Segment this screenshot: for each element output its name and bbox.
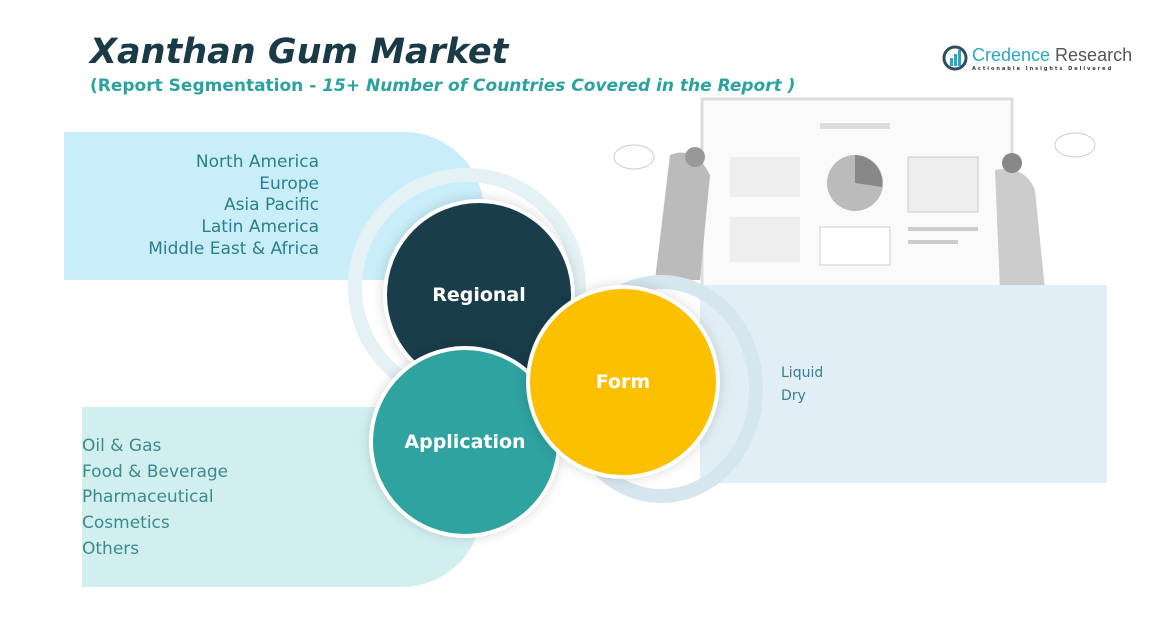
form-panel bbox=[700, 285, 1107, 483]
list-item: Middle East & Africa bbox=[148, 238, 319, 259]
form-circle: Form bbox=[526, 285, 720, 479]
regional-list: North America Europe Asia Pacific Latin … bbox=[100, 152, 319, 261]
presentation-illustration bbox=[613, 97, 1096, 291]
list-item: Dry bbox=[781, 388, 806, 404]
credence-research-logo: Credence Research Actionable Insights De… bbox=[942, 44, 1132, 72]
list-item: Europe bbox=[259, 173, 319, 194]
page-title: Xanthan Gum Market bbox=[90, 32, 509, 72]
list-item: Food & Beverage bbox=[82, 461, 229, 482]
list-item: Latin America bbox=[201, 217, 319, 238]
list-item: Liquid bbox=[781, 365, 824, 381]
list-item: North America bbox=[195, 152, 319, 172]
list-item: Others bbox=[82, 538, 140, 559]
application-list: Oil & Gas Food & Beverage Pharmaceutical… bbox=[82, 434, 228, 563]
page-subtitle: (Report Segmentation - 15+ Number of Cou… bbox=[90, 76, 796, 96]
list-item: Asia Pacific bbox=[223, 195, 319, 216]
list-item: Pharmaceutical bbox=[82, 487, 214, 508]
list-item: Cosmetics bbox=[82, 513, 170, 534]
form-list: Liquid Dry bbox=[781, 362, 823, 408]
logo-chart-icon bbox=[942, 45, 968, 71]
list-item: Oil & Gas bbox=[82, 436, 162, 456]
